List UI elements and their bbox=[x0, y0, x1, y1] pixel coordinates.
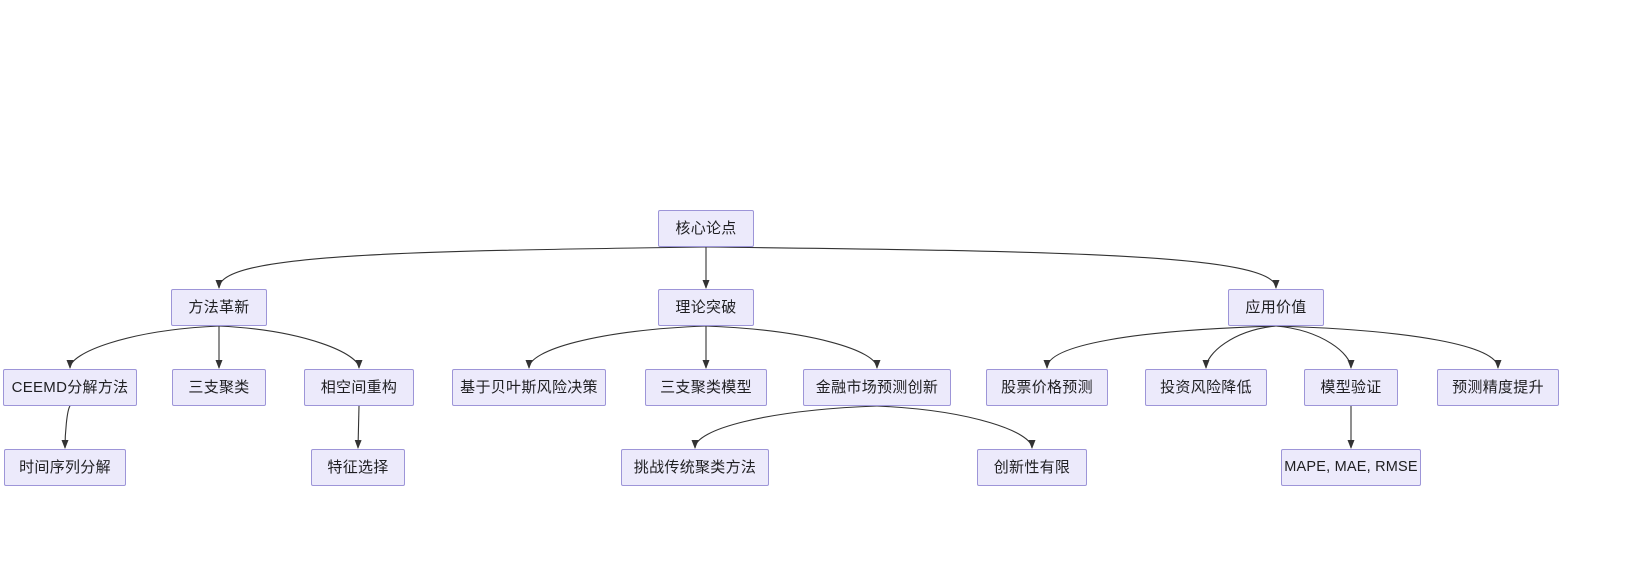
edge-l2b3-to-l3b3a bbox=[691, 405, 878, 449]
node-label: 股票价格预测 bbox=[1001, 379, 1093, 396]
edge-l2a3-to-l3a3 bbox=[354, 405, 362, 449]
edges-group bbox=[61, 246, 1502, 449]
node-l1c[interactable]: 应用价值 bbox=[1228, 289, 1324, 326]
node-l2b2[interactable]: 三支聚类模型 bbox=[645, 369, 767, 406]
node-label: CEEMD分解方法 bbox=[11, 379, 129, 396]
node-label: 基于贝叶斯风险决策 bbox=[460, 379, 598, 396]
node-label: 三支聚类模型 bbox=[660, 379, 752, 396]
node-label: 创新性有限 bbox=[993, 459, 1071, 476]
node-l1a[interactable]: 方法革新 bbox=[171, 289, 267, 326]
edge-root-to-l1c bbox=[705, 246, 1280, 289]
edge-l1c-to-l2c1 bbox=[1043, 325, 1277, 369]
node-l3b3b[interactable]: 创新性有限 bbox=[977, 449, 1087, 486]
node-l2b3[interactable]: 金融市场预测创新 bbox=[803, 369, 951, 406]
node-label: 挑战传统聚类方法 bbox=[633, 459, 757, 476]
node-label: 模型验证 bbox=[1320, 379, 1382, 396]
node-label: 特征选择 bbox=[327, 459, 389, 476]
node-label: 时间序列分解 bbox=[19, 459, 111, 476]
node-l2a1[interactable]: CEEMD分解方法 bbox=[3, 369, 137, 406]
node-l2a2[interactable]: 三支聚类 bbox=[172, 369, 266, 406]
edge-l1b-to-l2b3 bbox=[705, 325, 881, 369]
edge-root-to-l1a bbox=[215, 246, 707, 289]
node-l2c2[interactable]: 投资风险降低 bbox=[1145, 369, 1267, 406]
node-l2c1[interactable]: 股票价格预测 bbox=[986, 369, 1108, 406]
edge-l1c-to-l2c4 bbox=[1275, 325, 1502, 369]
node-l2c3[interactable]: 模型验证 bbox=[1304, 369, 1398, 406]
node-l1b[interactable]: 理论突破 bbox=[658, 289, 754, 326]
node-l3b3a[interactable]: 挑战传统聚类方法 bbox=[621, 449, 769, 486]
node-label: 方法革新 bbox=[188, 299, 250, 316]
node-label: 理论突破 bbox=[675, 299, 737, 316]
node-label: 预测精度提升 bbox=[1452, 379, 1544, 396]
node-label: 核心论点 bbox=[675, 220, 737, 237]
node-label: 应用价值 bbox=[1245, 299, 1307, 316]
edge-l2a1-to-l3a1 bbox=[61, 405, 71, 449]
node-label: MAPE, MAE, RMSE bbox=[1284, 459, 1418, 476]
node-label: 投资风险降低 bbox=[1160, 379, 1252, 396]
node-label: 金融市场预测创新 bbox=[815, 379, 939, 396]
node-root[interactable]: 核心论点 bbox=[658, 210, 754, 247]
edge-l2b3-to-l3b3b bbox=[876, 405, 1036, 449]
edge-l1b-to-l2b1 bbox=[525, 325, 707, 369]
node-l3c3[interactable]: MAPE, MAE, RMSE bbox=[1281, 449, 1421, 486]
node-l2b1[interactable]: 基于贝叶斯风险决策 bbox=[452, 369, 606, 406]
node-l3a1[interactable]: 时间序列分解 bbox=[4, 449, 126, 486]
node-l2a3[interactable]: 相空间重构 bbox=[304, 369, 414, 406]
edge-l1c-to-l2c2 bbox=[1202, 325, 1277, 369]
edge-l1a-to-l2a1 bbox=[66, 325, 220, 369]
node-label: 相空间重构 bbox=[320, 379, 398, 396]
edge-l1a-to-l2a3 bbox=[218, 325, 363, 369]
edge-l1c-to-l2c3 bbox=[1275, 325, 1355, 369]
node-label: 三支聚类 bbox=[188, 379, 250, 396]
node-l2c4[interactable]: 预测精度提升 bbox=[1437, 369, 1559, 406]
node-l3a3[interactable]: 特征选择 bbox=[311, 449, 405, 486]
